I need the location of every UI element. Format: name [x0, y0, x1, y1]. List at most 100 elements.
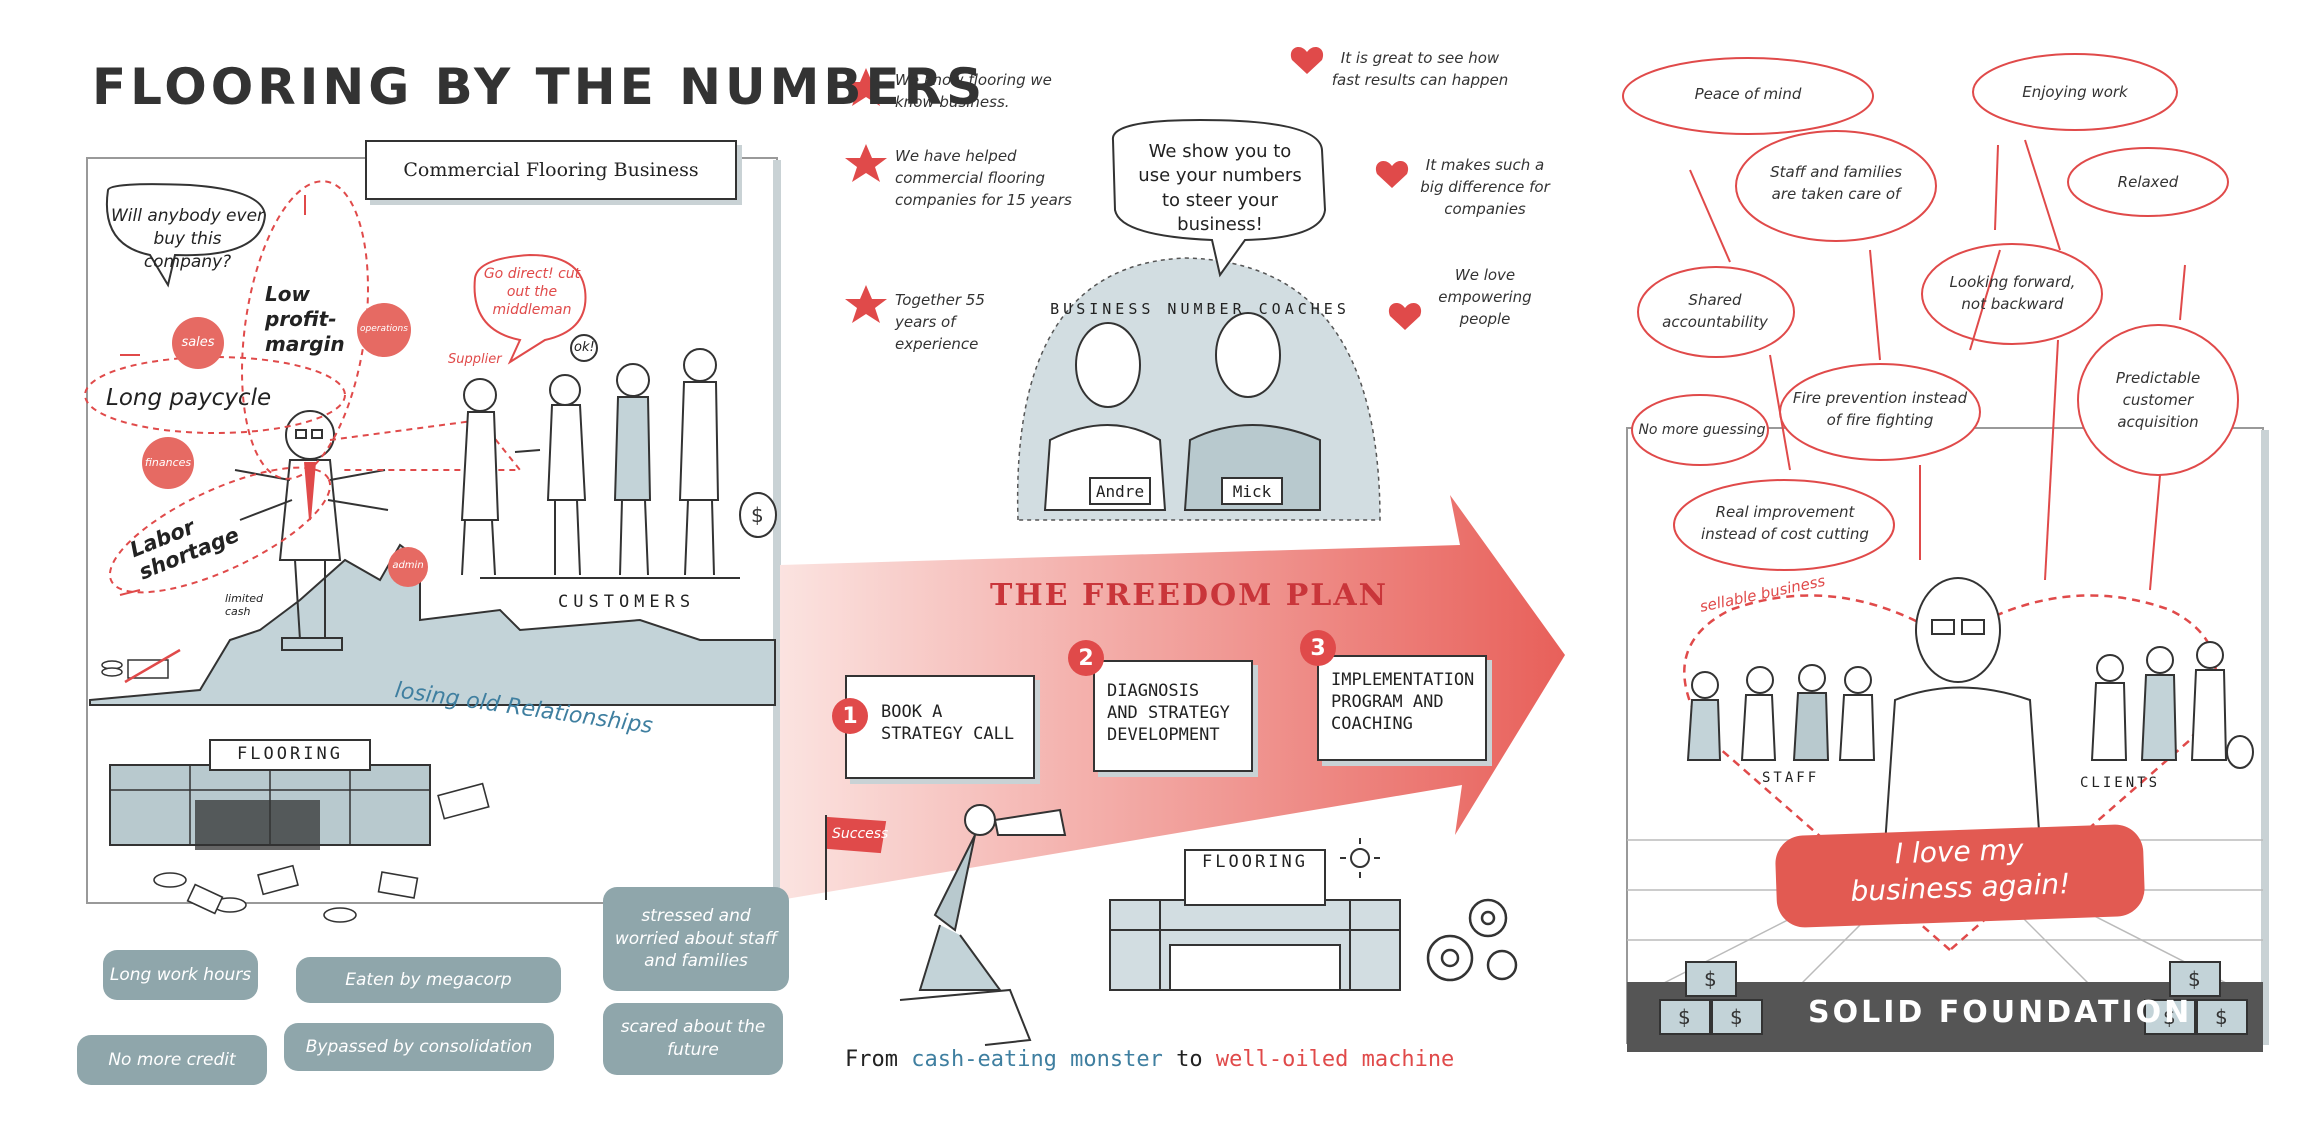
low-profit-label: Low profit-margin: [265, 282, 345, 356]
dollar-bag-glyph: $: [751, 503, 764, 527]
benefit-arrows: [1689, 139, 2186, 591]
sun-icon: [1340, 838, 1380, 878]
step-1-label: BOOK A STRATEGY CALL: [881, 702, 1015, 745]
sales-bubble: [172, 317, 224, 369]
supplier-label: Supplier: [448, 352, 502, 367]
long-paycycle-label: Long paycycle: [106, 385, 272, 411]
ice-cliff: [89, 543, 776, 706]
go-direct-bubble: [473, 253, 587, 365]
cloud-no-guessing: No more guessing: [1638, 422, 1766, 438]
step-1-box: BOOK A STRATEGY CALL: [845, 675, 1035, 779]
tagline-to: to: [1162, 1047, 1216, 1072]
clients-group: [2090, 641, 2254, 769]
step-1-badge: 1: [832, 698, 868, 734]
staff-label: STAFF: [1762, 770, 1820, 786]
coach-name-mick: Mick: [1232, 482, 1272, 501]
coach-name-andre: Andre: [1095, 482, 1145, 501]
staff-group: [1686, 664, 1876, 761]
benefit-clouds: [1622, 53, 2239, 571]
cloud-peace: Peace of mind: [1694, 85, 1802, 103]
cloud-real: Real improvement instead of cost cutting: [1701, 503, 1869, 543]
operations-bubble: [357, 303, 411, 357]
testimonial-3: We love empowering people: [1438, 266, 1532, 328]
sales-bubble-label: sales: [181, 335, 215, 350]
long-work-hours-pill: Long work hours: [103, 950, 258, 1000]
go-direct-label: Go direct! cut out the middleman: [483, 266, 581, 319]
love-business-pill: I love my business again!: [1774, 823, 2146, 929]
new-flooring-building: [1109, 849, 1401, 991]
gears-icon: [1426, 898, 1518, 982]
ok-label: ok!: [574, 340, 595, 355]
solid-foundation-label: SOLID FOUNDATION: [1808, 995, 2193, 1030]
operations-bubble-label: operations: [360, 324, 408, 334]
stressed-owner-figure: [234, 410, 389, 651]
tagline-machine: well-oiled machine: [1215, 1047, 1455, 1072]
star-icons: [845, 68, 887, 323]
cloud-relaxed: Relaxed: [2117, 173, 2179, 191]
commercial-flooring-text: Commercial Flooring Business: [403, 159, 699, 181]
right-panel-graphics: $ $ $ $ $ $: [1622, 53, 2269, 1052]
success-figure: [825, 804, 1067, 1046]
svg-text:$: $: [2163, 1005, 2176, 1029]
testimonial-2: It makes such a big difference for compa…: [1420, 156, 1550, 218]
no-more-credit-pill: No more credit: [77, 1035, 267, 1085]
step-2-label: DIAGNOSIS AND STRATEGY DEVELOPMENT: [1107, 681, 1230, 746]
left-panel-graphics: $: [84, 157, 781, 923]
coach-speech-bubble: [1111, 118, 1327, 278]
coach-speech-text: We show you to use your numbers to steer…: [1138, 141, 1302, 235]
freedom-plan-title: THE FREEDOM PLAN: [990, 578, 1389, 613]
flooring-sign-middle: FLOORING: [1202, 852, 1308, 872]
step-2-box: DIAGNOSIS AND STRATEGY DEVELOPMENT: [1093, 660, 1253, 772]
step-3-badge: 3: [1300, 630, 1336, 666]
supplier-and-customers: [460, 334, 777, 576]
svg-text:$: $: [1678, 1005, 1691, 1029]
money-piles-icon: [153, 782, 490, 923]
admin-bubble-label: admin: [392, 560, 424, 571]
heart-icons: [1290, 46, 1422, 330]
dollar-glyphs: $ $ $ $ $ $: [1678, 967, 2228, 1029]
step-3-label: IMPLEMENTATION PROGRAM AND COACHING: [1331, 670, 1475, 735]
question-speech-text: Will anybody ever buy this company?: [110, 206, 265, 272]
coaches-arc-label: BUSINESS NUMBER COACHES: [1050, 300, 1350, 318]
happy-owner-figure: [1883, 577, 2042, 846]
crossed-coins-icon: [101, 648, 181, 684]
freedom-tagline: From cash-eating monster to well-oiled m…: [845, 1047, 1454, 1072]
cloud-looking: Looking forward, not backward: [1949, 273, 2076, 313]
step-2-badge: 2: [1068, 640, 1104, 676]
stressed-pill: stressed and worried about staff and fam…: [603, 887, 789, 991]
svg-text:$: $: [2215, 1005, 2228, 1029]
coach-mick-figure: [1183, 312, 1321, 511]
limited-cash-label: limited cash: [225, 592, 263, 619]
megacorp-pill: Eaten by megacorp: [296, 957, 561, 1003]
svg-text:$: $: [1730, 1005, 1743, 1029]
cloud-staff-families: Staff and families are taken care of: [1770, 163, 1902, 203]
main-title: FLOORING BY THE NUMBERS: [92, 58, 987, 116]
finances-bubble-label: finances: [144, 456, 192, 469]
flooring-sign-left: FLOORING: [237, 744, 343, 764]
cloud-enjoying: Enjoying work: [2022, 83, 2128, 101]
fact-2: We have helped commercial flooring compa…: [895, 147, 1072, 209]
finances-bubble: [142, 437, 194, 489]
admin-bubble: [388, 547, 428, 587]
scared-pill: scared about the future: [603, 1003, 783, 1075]
cloud-shared: Shared accountability: [1662, 291, 1768, 331]
customers-label: CUSTOMERS: [558, 592, 696, 612]
bypassed-pill: Bypassed by consolidation: [284, 1023, 554, 1071]
svg-text:$: $: [2188, 967, 2201, 991]
svg-text:$: $: [1704, 967, 1717, 991]
tagline-monster: cash-eating monster: [911, 1047, 1163, 1072]
clients-label: CLIENTS: [2080, 775, 2161, 791]
testimonial-1: It is great to see how fast results can …: [1331, 49, 1509, 89]
dollar-bills: [1659, 961, 2248, 1035]
fact-3: Together 55 years of experience: [895, 291, 985, 353]
commercial-flooring-label: Commercial Flooring Business: [365, 140, 737, 200]
success-flag-label: Success: [832, 826, 889, 842]
coach-andre-figure: [1043, 322, 1167, 511]
question-speech-bubble: [105, 183, 267, 288]
tagline-from: From: [845, 1047, 912, 1072]
cloud-fire: Fire prevention instead of fire fighting: [1792, 389, 1968, 429]
fact-1: We know flooring we know business.: [895, 71, 1052, 111]
cloud-predictable: Predictable customer acquisition: [2115, 369, 2201, 431]
step-3-box: IMPLEMENTATION PROGRAM AND COACHING: [1317, 655, 1487, 761]
